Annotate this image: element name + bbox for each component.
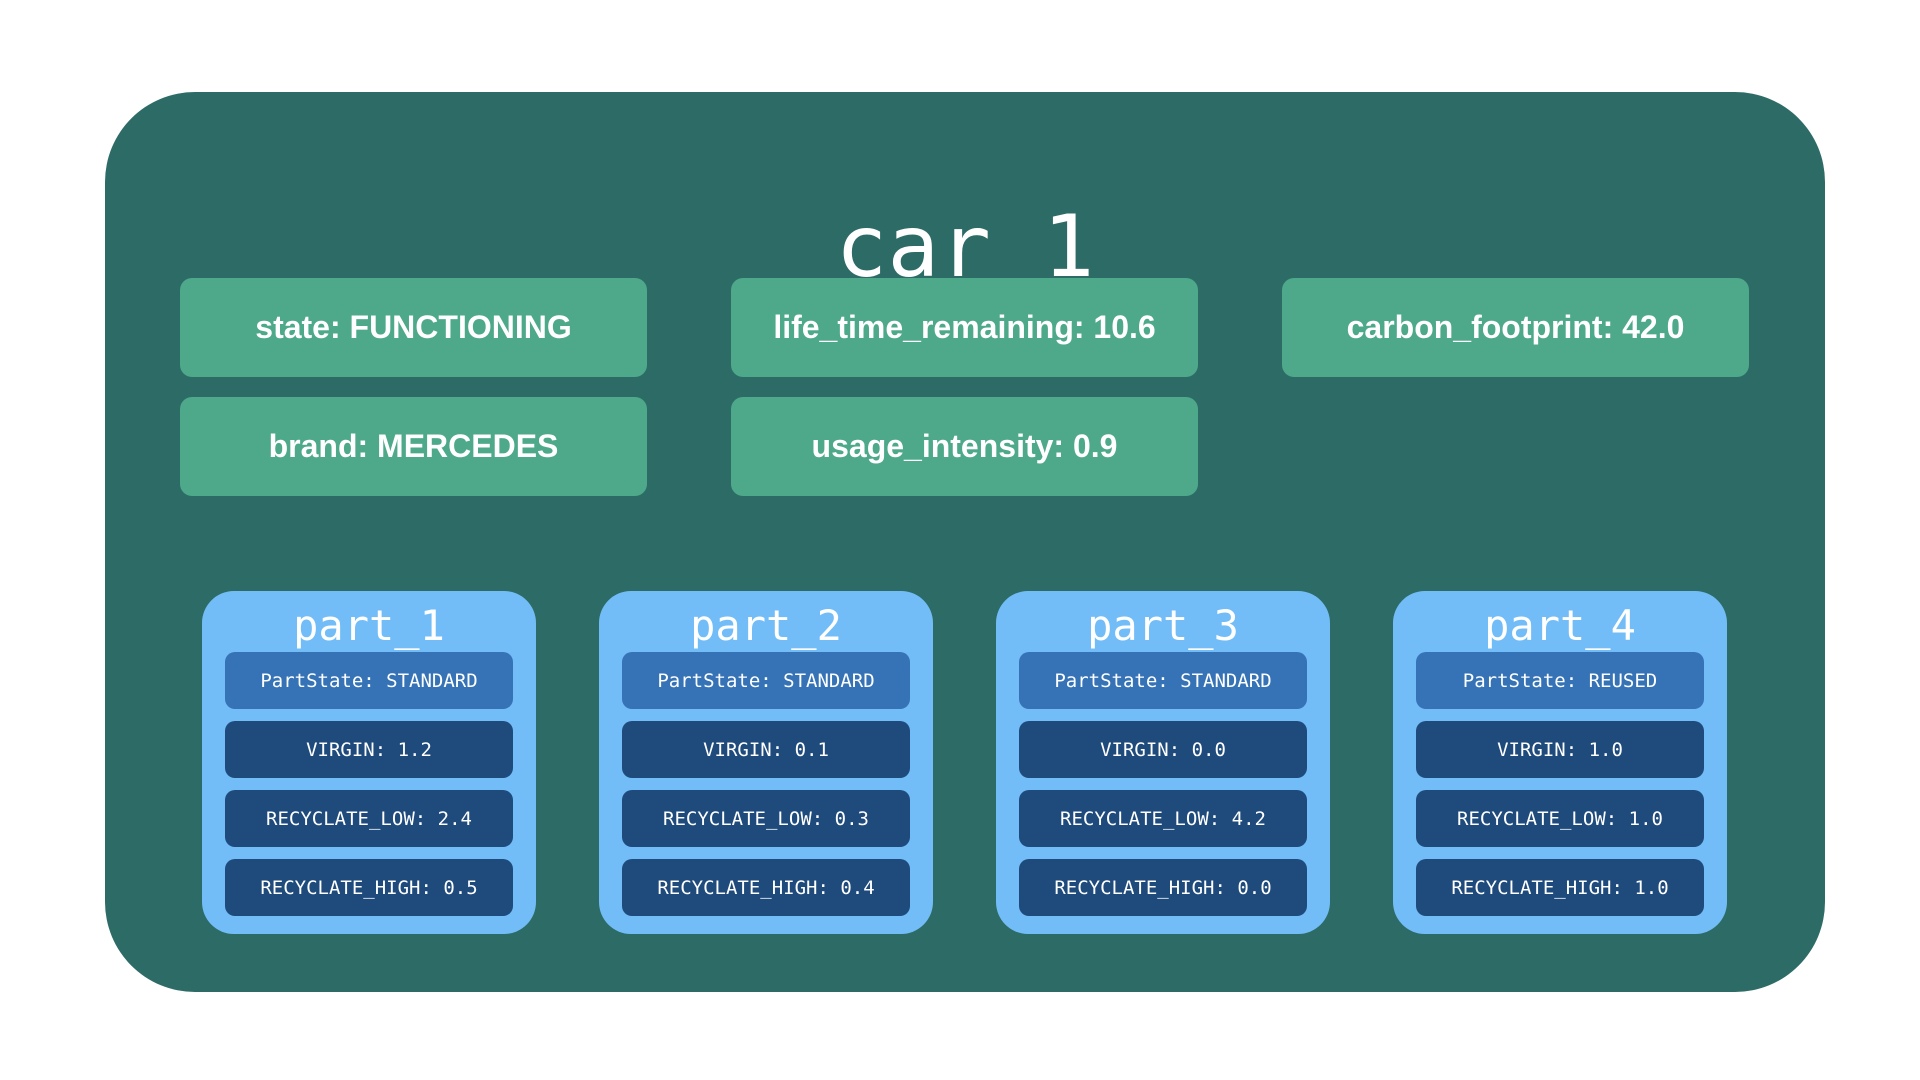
- attribute-usage-intensity: usage_intensity: 0.9: [731, 397, 1198, 496]
- recyclate-high-label: RECYCLATE_HIGH: 0.5: [225, 859, 513, 916]
- part-state-label: PartState: STANDARD: [1019, 652, 1307, 709]
- part-card-3: part_3 PartState: STANDARD VIRGIN: 0.0 R…: [996, 591, 1330, 934]
- attribute-life-time-remaining: life_time_remaining: 10.6: [731, 278, 1198, 377]
- part-card-1: part_1 PartState: STANDARD VIRGIN: 1.2 R…: [202, 591, 536, 934]
- recyclate-low-label: RECYCLATE_LOW: 2.4: [225, 790, 513, 847]
- recyclate-low-label: RECYCLATE_LOW: 4.2: [1019, 790, 1307, 847]
- part-state-label: PartState: STANDARD: [225, 652, 513, 709]
- part-title: part_3: [1087, 600, 1239, 650]
- part-title: part_1: [293, 600, 445, 650]
- virgin-material-label: VIRGIN: 1.0: [1416, 721, 1704, 778]
- part-title: part_2: [690, 600, 842, 650]
- virgin-material-label: VIRGIN: 0.0: [1019, 721, 1307, 778]
- attribute-carbon-footprint: carbon_footprint: 42.0: [1282, 278, 1749, 377]
- part-card-4: part_4 PartState: REUSED VIRGIN: 1.0 REC…: [1393, 591, 1727, 934]
- recyclate-high-label: RECYCLATE_HIGH: 0.4: [622, 859, 910, 916]
- recyclate-low-label: RECYCLATE_LOW: 0.3: [622, 790, 910, 847]
- part-state-label: PartState: STANDARD: [622, 652, 910, 709]
- recyclate-high-label: RECYCLATE_HIGH: 1.0: [1416, 859, 1704, 916]
- part-state-label: PartState: REUSED: [1416, 652, 1704, 709]
- attribute-state: state: FUNCTIONING: [180, 278, 647, 377]
- virgin-material-label: VIRGIN: 1.2: [225, 721, 513, 778]
- part-title: part_4: [1484, 600, 1636, 650]
- virgin-material-label: VIRGIN: 0.1: [622, 721, 910, 778]
- recyclate-high-label: RECYCLATE_HIGH: 0.0: [1019, 859, 1307, 916]
- recyclate-low-label: RECYCLATE_LOW: 1.0: [1416, 790, 1704, 847]
- attribute-brand: brand: MERCEDES: [180, 397, 647, 496]
- part-card-2: part_2 PartState: STANDARD VIRGIN: 0.1 R…: [599, 591, 933, 934]
